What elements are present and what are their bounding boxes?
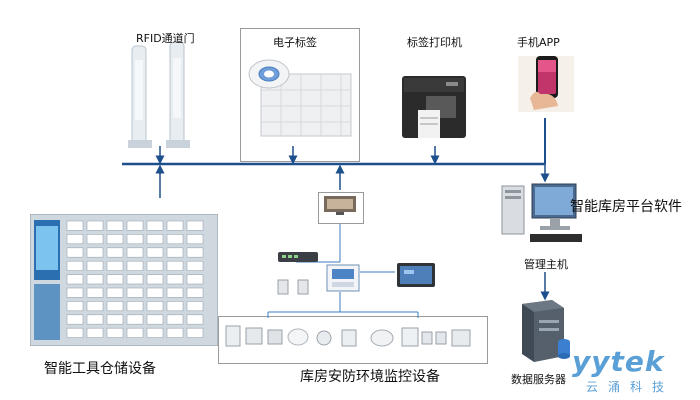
locker-door <box>186 314 204 325</box>
locker-door <box>126 301 144 312</box>
locker-door <box>66 260 84 271</box>
touch-panel-icon <box>397 263 435 287</box>
e-label-label: 电子标签 <box>273 36 317 49</box>
locker-door <box>106 220 124 231</box>
tool-storage-label: 智能工具仓储设备 <box>44 361 156 377</box>
locker-door <box>86 260 104 271</box>
env-monitoring-label: 库房安防环境监控设备 <box>300 369 440 385</box>
locker-door <box>66 220 84 231</box>
locker-door <box>86 234 104 245</box>
locker-door <box>66 327 84 338</box>
locker-door <box>186 234 204 245</box>
locker-door <box>86 314 104 325</box>
locker-door <box>106 314 124 325</box>
yytek-logo: yytek 云涌科技 <box>572 348 682 395</box>
network-switch-icon <box>278 252 318 262</box>
locker-door <box>146 220 164 231</box>
locker-door <box>146 314 164 325</box>
management-host-label: 管理主机 <box>524 258 568 271</box>
locker-door <box>186 301 204 312</box>
platform-software-label: 智能库房平台软件 <box>570 199 682 215</box>
locker-door <box>126 287 144 298</box>
rfid-gate-label: RFID通道门 <box>136 32 195 45</box>
locker-door <box>186 220 204 231</box>
locker-door <box>106 287 124 298</box>
locker-door <box>146 234 164 245</box>
management-host-icon <box>501 183 582 242</box>
locker-door <box>86 287 104 298</box>
locker-door <box>146 327 164 338</box>
locker-door <box>146 301 164 312</box>
locker-door <box>126 327 144 338</box>
locker-door <box>126 220 144 231</box>
locker-door <box>146 274 164 285</box>
locker-door <box>86 247 104 258</box>
sensor-devices-row <box>225 325 471 347</box>
phone-icon <box>530 56 558 110</box>
locker-door <box>186 327 204 338</box>
label-printer-icon <box>402 76 466 138</box>
locker-door <box>66 314 84 325</box>
locker-door <box>166 234 184 245</box>
monitor-center-icon <box>324 196 356 215</box>
locker-door <box>126 247 144 258</box>
data-server-label: 数据服务器 <box>511 373 566 386</box>
locker-door <box>146 287 164 298</box>
locker-door <box>106 274 124 285</box>
locker-door <box>86 327 104 338</box>
locker-door <box>86 274 104 285</box>
locker-door <box>66 287 84 298</box>
locker-door <box>66 247 84 258</box>
locker-door <box>186 287 204 298</box>
locker-door <box>106 247 124 258</box>
locker-door <box>166 301 184 312</box>
camera-devices-icon <box>277 279 309 295</box>
label-roll-icon <box>248 59 352 137</box>
controller-icon <box>326 264 360 292</box>
locker-door <box>86 301 104 312</box>
mobile-app-label: 手机APP <box>517 36 560 49</box>
locker-door <box>106 301 124 312</box>
logo-word: yytek <box>572 345 665 378</box>
locker-door <box>126 274 144 285</box>
locker-door <box>166 287 184 298</box>
label-printer-label: 标签打印机 <box>407 36 462 49</box>
locker-door <box>186 274 204 285</box>
locker-door <box>126 260 144 271</box>
locker-door <box>166 260 184 271</box>
locker-door <box>86 220 104 231</box>
rfid-gate-icon <box>128 41 190 148</box>
locker-door <box>166 327 184 338</box>
locker-door <box>106 260 124 271</box>
locker-door <box>166 314 184 325</box>
locker-door <box>66 301 84 312</box>
locker-door <box>146 260 164 271</box>
locker-door <box>106 327 124 338</box>
locker-door <box>106 234 124 245</box>
locker-door <box>126 234 144 245</box>
locker-door <box>166 274 184 285</box>
locker-door <box>186 260 204 271</box>
logo-subtitle: 云涌科技 <box>586 380 675 394</box>
locker-door <box>186 247 204 258</box>
locker-door <box>66 274 84 285</box>
tool-storage-cabinet-icon <box>30 214 218 346</box>
data-server-icon <box>522 300 570 362</box>
locker-door <box>146 247 164 258</box>
locker-door <box>126 314 144 325</box>
locker-door <box>166 247 184 258</box>
locker-door <box>166 220 184 231</box>
locker-door <box>66 234 84 245</box>
